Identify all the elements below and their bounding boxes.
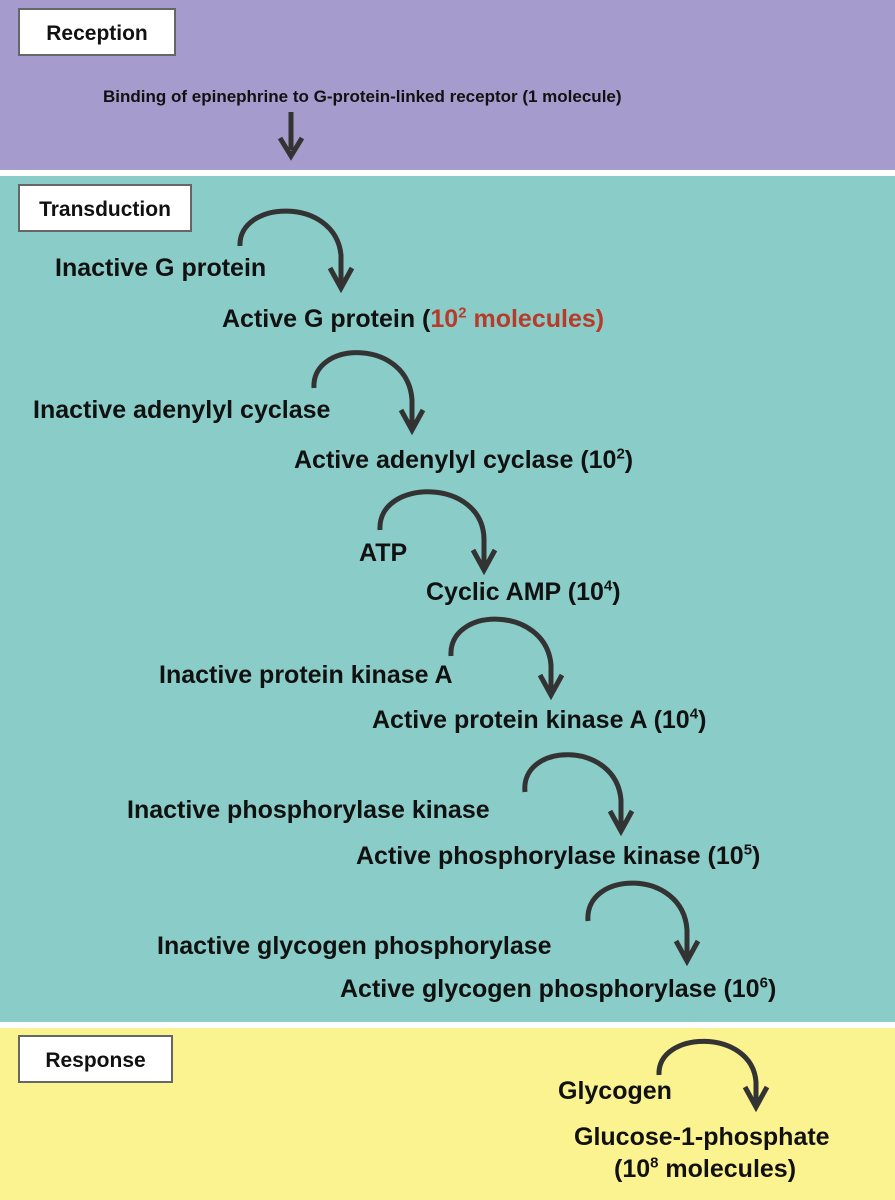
amount-exponent: 2	[616, 445, 625, 463]
amount-base: 10	[588, 446, 617, 474]
transduction-band	[0, 176, 895, 1022]
amount-close: )	[624, 446, 634, 474]
amount-open: (	[614, 1155, 623, 1183]
step-active-glycogen-phosphorylase: Active glycogen phosphorylase (106)	[340, 974, 777, 1003]
amount-open: (	[422, 305, 431, 333]
amount-open: (	[580, 446, 589, 474]
stage-label-transduction: Transduction	[18, 184, 192, 232]
amount-exponent: 6	[759, 974, 768, 992]
amount-open: (	[567, 578, 577, 606]
amount-base: 10	[731, 975, 760, 1003]
amount-exponent: 5	[743, 841, 753, 859]
amount-close: )	[698, 706, 707, 734]
response-amount: (108 molecules)	[614, 1154, 797, 1183]
amount-highlight: 102 molecules)	[430, 305, 604, 333]
step-inactive-protein-kinase-a: Inactive protein kinase A	[159, 661, 453, 689]
amount-base: 10	[430, 305, 459, 333]
amount-base: 10	[661, 706, 690, 734]
amount-close: molecules)	[466, 305, 605, 333]
response-glycogen: Glycogen	[558, 1077, 672, 1105]
step-active-adenylyl-cyclase: Active adenylyl cyclase (102)	[294, 445, 634, 474]
step-active-label: Active glycogen phosphorylase	[340, 975, 717, 1003]
step-active-protein-kinase-a: Active protein kinase A (104)	[372, 705, 707, 734]
step-active-label: Active adenylyl cyclase	[294, 446, 574, 474]
step-active-label: Active phosphorylase kinase	[356, 842, 701, 870]
step-active-label: Active G protein	[222, 305, 416, 333]
amount-base: 10	[715, 842, 744, 870]
amount-close: )	[767, 975, 777, 1003]
amount-exponent: 4	[689, 705, 699, 723]
step-atp: ATP	[359, 539, 408, 567]
step-active-g-protein: Active G protein (102 molecules)	[222, 305, 604, 333]
amount-exponent: 8	[650, 1154, 659, 1172]
stage-label-response: Response	[18, 1035, 173, 1083]
step-cyclic-amp: Cyclic AMP (104)	[426, 577, 621, 606]
amount-base: 10	[576, 578, 604, 606]
amount-close: )	[612, 578, 621, 606]
amount-base: 10	[622, 1155, 651, 1183]
step-active-label: Cyclic AMP	[426, 578, 561, 606]
amount-exponent: 2	[458, 304, 467, 322]
amount-close: )	[752, 842, 761, 870]
amount-open: (	[653, 706, 662, 734]
step-active-label: Active protein kinase A	[372, 706, 647, 734]
step-inactive-adenylyl-cyclase: Inactive adenylyl cyclase	[33, 396, 331, 424]
response-glucose-1-phosphate: Glucose-1-phosphate	[574, 1123, 830, 1151]
step-inactive-glycogen-phosphorylase: Inactive glycogen phosphorylase	[157, 932, 552, 960]
stage-label-reception: Reception	[18, 8, 176, 56]
reception-text: Binding of epinephrine to G-protein-link…	[103, 87, 622, 106]
amount-exponent: 4	[603, 577, 613, 595]
amount-open: (	[723, 975, 732, 1003]
step-inactive-g-protein: Inactive G protein	[55, 254, 267, 282]
amount-open: (	[707, 842, 716, 870]
step-active-phosphorylase-kinase: Active phosphorylase kinase (105)	[356, 841, 761, 870]
amount-close: molecules)	[658, 1155, 797, 1183]
step-inactive-phosphorylase-kinase: Inactive phosphorylase kinase	[127, 796, 490, 824]
